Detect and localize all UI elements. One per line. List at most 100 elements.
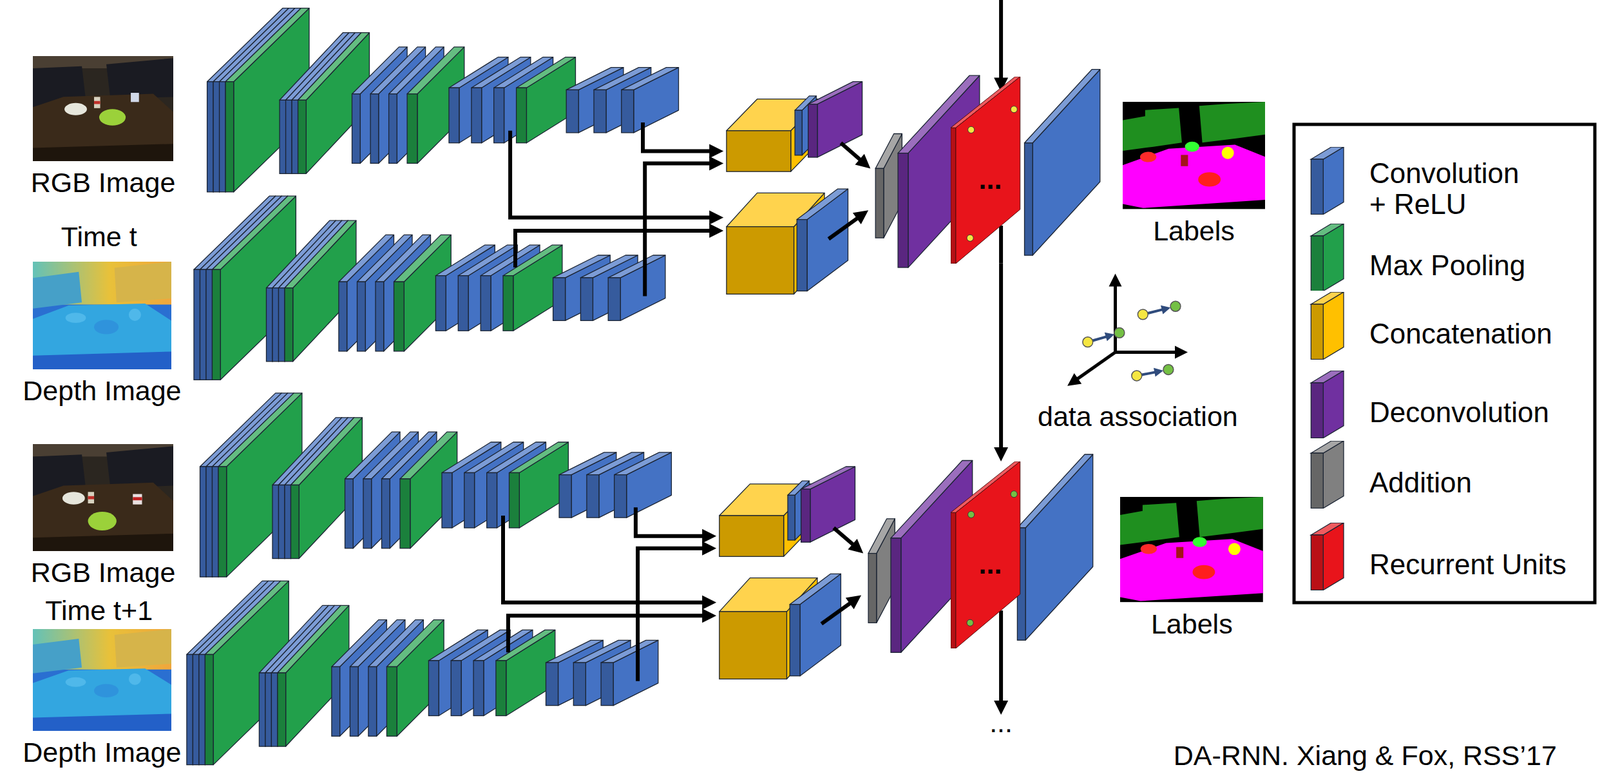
- network-layer: [204, 580, 289, 764]
- feature-arrow-line: [833, 527, 855, 546]
- unit-dot: [968, 126, 975, 133]
- can: [87, 491, 95, 504]
- layer-side: [220, 195, 296, 380]
- association-arrow-line: [1142, 371, 1157, 375]
- table-edge: [32, 533, 174, 551]
- rgb-photo-picture: [32, 56, 174, 162]
- swatch-front: [1311, 304, 1324, 360]
- layer-front: [381, 478, 391, 549]
- feature-arrow-head: [709, 144, 724, 159]
- network-layer: [1024, 69, 1101, 256]
- connector-line: [999, 263, 1003, 451]
- label-wall: [1120, 503, 1180, 545]
- citation: DA-RNN. Xiang & Fox, RSS’17: [1173, 740, 1557, 771]
- layer-front: [265, 672, 272, 746]
- feature-arrow-line: [503, 515, 706, 603]
- layer-side: [213, 580, 289, 764]
- image-caption: Labels: [1151, 608, 1233, 639]
- layer-front: [389, 94, 398, 164]
- layer-front: [486, 472, 498, 529]
- network-layer: [801, 466, 856, 542]
- time-label: Time t+1: [45, 595, 153, 626]
- swatch-front: [1311, 452, 1324, 509]
- layer-front: [206, 466, 213, 577]
- feature-arrow-line: [637, 548, 705, 681]
- layer-front: [213, 81, 220, 192]
- layer-front: [400, 478, 411, 549]
- sofa: [106, 445, 174, 488]
- swatch-top: [1311, 440, 1345, 453]
- layer-top: [225, 8, 310, 82]
- layer-front: [801, 488, 811, 542]
- point-t1: [1170, 300, 1181, 312]
- label-wall: [1196, 496, 1264, 537]
- layer-front: [787, 494, 795, 540]
- layer-front: [471, 87, 482, 143]
- legend-frame: [1294, 124, 1595, 603]
- layer-front: [368, 666, 377, 737]
- label-map-picture: [1122, 101, 1266, 209]
- label-bowl: [1192, 564, 1216, 580]
- label-map: Labels: [1120, 496, 1264, 602]
- layer-side: [226, 392, 303, 577]
- layer-front: [284, 485, 292, 559]
- layer-front: [494, 87, 505, 143]
- feature-arrow: [635, 506, 717, 543]
- layer-front: [200, 466, 207, 577]
- depth-object: [65, 676, 86, 687]
- layer-top: [218, 392, 303, 467]
- label-map: Labels: [1122, 101, 1266, 209]
- depth-edge: [32, 351, 172, 370]
- unit-dot: [966, 619, 974, 626]
- feature-arrow: [510, 130, 724, 225]
- layer-front: [457, 275, 469, 332]
- depth-table: [32, 667, 172, 731]
- layer-front: [199, 654, 206, 765]
- label-wall: [1198, 101, 1266, 143]
- image-caption: Depth Image: [22, 736, 181, 768]
- feature-arrow: [828, 209, 869, 239]
- label-wall: [1122, 108, 1182, 152]
- layer-front: [338, 281, 348, 352]
- connector-head: [993, 447, 1009, 462]
- layer-front: [546, 662, 559, 706]
- layer-front: [291, 99, 299, 174]
- label-can: [1180, 155, 1188, 167]
- can: [94, 96, 101, 108]
- label-mug: [1221, 146, 1234, 160]
- legend-text: Deconvolution: [1369, 396, 1550, 428]
- can-band: [94, 101, 101, 105]
- feature-arrow: [637, 541, 717, 681]
- layer-front: [193, 269, 201, 380]
- depth-photo: Depth Image: [32, 628, 172, 731]
- layer-front: [450, 660, 462, 716]
- layer-top: [600, 639, 659, 663]
- feature-arrow-line: [644, 163, 712, 297]
- label-mug: [1228, 542, 1241, 556]
- unit-dot: [1011, 490, 1018, 498]
- depth-sofa: [32, 638, 82, 674]
- layer-front: [394, 281, 405, 352]
- feature-arrow-line: [635, 506, 706, 536]
- unit-dot: [968, 510, 975, 518]
- label-can: [1176, 546, 1184, 558]
- layer-front: [726, 130, 791, 172]
- label-ground: [1120, 496, 1264, 602]
- label-table: [1120, 539, 1264, 601]
- layer-front: [480, 275, 491, 332]
- layer-front: [204, 654, 214, 765]
- swatch-picture: [1306, 370, 1348, 439]
- can-band: [87, 495, 95, 500]
- layer-side: [305, 32, 370, 174]
- point-t1: [1163, 364, 1174, 375]
- depth-object: [128, 307, 142, 321]
- feature-arrow: [644, 156, 724, 297]
- association-arrow: [1142, 367, 1164, 377]
- layer-front: [796, 219, 808, 292]
- mug: [132, 494, 142, 505]
- layer-top: [495, 629, 556, 661]
- layer-top: [1024, 69, 1101, 143]
- feature-arrow-head: [845, 595, 862, 610]
- legend-swatch: [1306, 440, 1348, 509]
